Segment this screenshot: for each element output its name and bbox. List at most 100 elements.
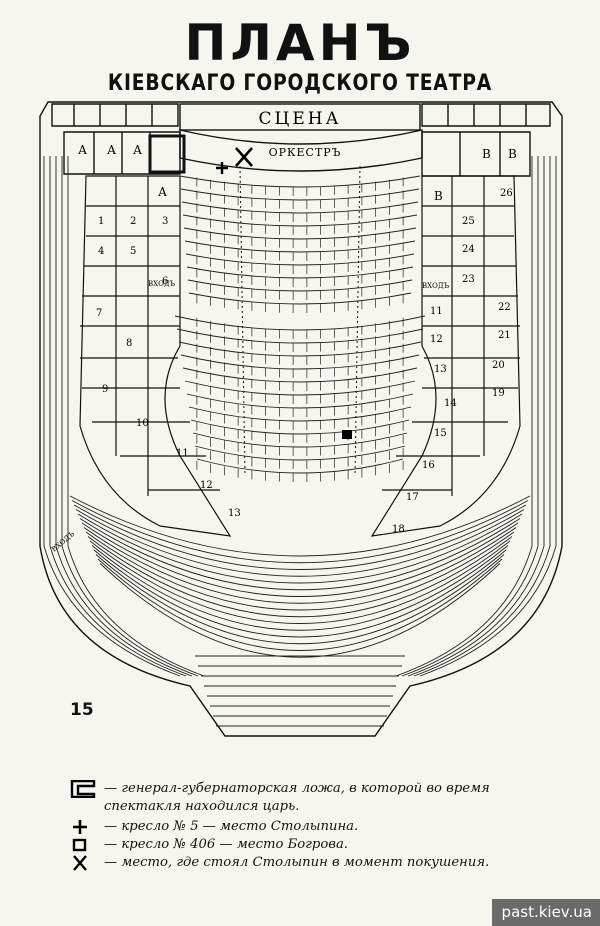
building-outline	[39, 101, 563, 737]
square-icon	[72, 838, 87, 852]
stall-row	[180, 188, 420, 201]
stall-row	[179, 175, 421, 188]
box-letter-a4: А	[158, 185, 167, 199]
right-box-number: 11	[430, 306, 443, 317]
box-letter-a2: А	[107, 143, 116, 157]
legend-item-plus: — кресло № 5 — место Столыпина.	[70, 818, 490, 836]
right-box-number: 17	[406, 492, 419, 503]
left-box-number: 4	[98, 246, 104, 257]
stall-row	[183, 227, 417, 240]
cross-marker	[235, 147, 253, 167]
entrance-label-left: ВХОДЪ	[148, 280, 176, 288]
side-gallery-row	[49, 156, 187, 677]
right-box-number: 18	[392, 524, 405, 535]
right-box-number: 13	[434, 364, 447, 375]
stall-row	[194, 445, 406, 461]
side-gallery-row	[413, 156, 551, 677]
left-box-number: 5	[130, 246, 136, 257]
side-gallery-row	[61, 156, 199, 677]
page-number: 15	[70, 700, 94, 720]
gallery-row	[85, 531, 515, 611]
gallery-row	[89, 540, 511, 624]
stall-row	[188, 292, 412, 305]
stall-row	[174, 315, 426, 331]
left-box-number: 7	[96, 308, 102, 319]
aisle-left	[239, 165, 246, 477]
left-box-number: 6	[162, 276, 168, 287]
side-gallery-row	[407, 156, 545, 677]
left-box-number: 9	[102, 384, 108, 395]
stall-row	[190, 419, 410, 435]
gallery-row	[83, 527, 517, 604]
box-letter-b2: В	[482, 147, 491, 161]
orchestra-label: ОРКЕСТРЪ	[269, 146, 342, 159]
right-box-number: 15	[434, 428, 447, 439]
right-box-number: 12	[430, 334, 443, 345]
side-gallery-row	[55, 156, 193, 677]
stall-row	[176, 328, 424, 344]
right-box-number: 20	[492, 360, 505, 371]
legend-item-cross: — место, где стоял Столыпин в момент пок…	[70, 854, 490, 872]
side-gallery-row	[395, 156, 533, 677]
gallery-row	[71, 500, 529, 564]
left-boxes	[79, 175, 232, 537]
legend-item-square: — кресло № 406 — место Богрова.	[70, 836, 490, 854]
stage-area	[179, 103, 421, 131]
side-gallery-row	[419, 156, 557, 677]
left-box-number: 2	[130, 216, 136, 227]
stall-row	[182, 367, 418, 383]
box-letter-b1: В	[508, 147, 517, 161]
left-box-number: 10	[136, 418, 149, 429]
left-box-number: 11	[176, 448, 189, 459]
stall-row	[186, 393, 414, 409]
stall-row	[181, 201, 419, 214]
left-box-number: 12	[200, 480, 213, 491]
box-letter-a3: А	[133, 143, 142, 157]
stall-row	[184, 380, 416, 396]
left-box-number: 3	[162, 216, 168, 227]
plan-subtitle: КІЕВСКАГО ГОРОДСКОГО ТЕАТРА	[107, 71, 493, 96]
seat-ticks	[196, 177, 404, 482]
gallery-row	[81, 522, 519, 597]
right-boxes	[370, 175, 521, 537]
right-box-number: 23	[462, 274, 475, 285]
legend: — генерал-губернаторская ложа, в которой…	[70, 780, 490, 872]
right-box-number: 25	[462, 216, 475, 227]
side-gallery-row	[67, 156, 205, 677]
plan-title: ПЛАНЪ	[184, 14, 416, 72]
gallery-row	[97, 558, 503, 651]
stall-row	[178, 341, 422, 357]
legend-item-governor-box: — генерал-губернаторская ложа, в которой…	[70, 780, 490, 816]
right-box-number: 24	[462, 244, 475, 255]
gallery-row	[73, 504, 527, 570]
stall-row	[192, 432, 408, 448]
side-gallery-row	[43, 156, 181, 677]
aisle-right	[354, 165, 361, 477]
stage-label: СЦЕНА	[259, 109, 342, 129]
governor-box-icon	[70, 780, 96, 798]
stall-row	[187, 279, 413, 292]
stall-row	[188, 406, 412, 422]
plus-icon	[73, 820, 87, 834]
entrance-label-right: ВХОДЪ	[422, 282, 450, 290]
right-box-number: 14	[444, 398, 457, 409]
gallery-row	[91, 545, 509, 631]
gallery-rows	[43, 156, 557, 727]
right-box-number: 16	[422, 460, 435, 471]
gallery-row	[95, 554, 505, 645]
left-box-number: 13	[228, 508, 241, 519]
governor-box	[148, 134, 186, 174]
gallery-row	[77, 513, 523, 584]
gallery-row	[87, 536, 513, 618]
gallery-row	[79, 518, 521, 591]
left-box-number: 1	[98, 216, 104, 227]
right-box-number: 21	[498, 330, 511, 341]
stall-row	[186, 266, 414, 279]
left-box-number: 8	[126, 338, 132, 349]
box-letter-b3: В	[434, 189, 443, 203]
gallery-row	[99, 563, 501, 658]
watermark: past.kiev.ua	[491, 899, 600, 926]
cross-icon	[73, 855, 87, 871]
square-marker	[342, 430, 352, 439]
